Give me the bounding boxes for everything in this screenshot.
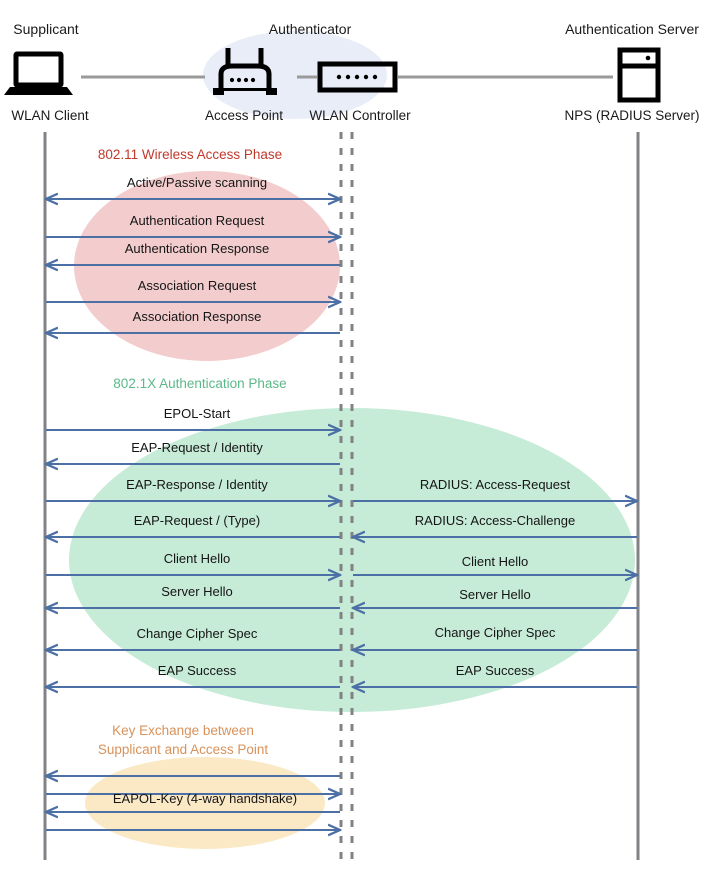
message-label: Server Hello: [459, 587, 531, 602]
phase-ellipse-80211: [74, 171, 340, 361]
actor-device-nps-radius-server: NPS (RADIUS Server): [564, 108, 699, 123]
phase-label-8021x: 802.1X Authentication Phase: [113, 376, 286, 391]
actor-device-access-point: Access Point: [205, 108, 283, 123]
message-label: Authentication Request: [130, 213, 265, 228]
actor-device-wlan-controller: WLAN Controller: [309, 108, 411, 123]
message-label: EAP-Request / (Type): [134, 513, 260, 528]
message-label: Association Response: [133, 309, 262, 324]
message-label: EAP Success: [158, 663, 237, 678]
actor-device-wlan-client: WLAN Client: [11, 108, 89, 123]
message-label: Active/Passive scanning: [127, 175, 267, 190]
message-label: EAP Success: [456, 663, 535, 678]
phase-ellipse-8021x: [69, 408, 635, 712]
message-label: Change Cipher Spec: [435, 625, 556, 640]
message-label: Client Hello: [462, 554, 528, 569]
message-label: EPOL-Start: [164, 406, 231, 421]
phase-label-key-exchange-line2: Supplicant and Access Point: [98, 742, 269, 757]
phase-ellipse-key: [85, 757, 325, 849]
server-icon: [617, 47, 661, 103]
message-label: RADIUS: Access-Challenge: [415, 513, 575, 528]
authenticator-highlight-ellipse: [203, 31, 387, 119]
message-label: Client Hello: [164, 551, 230, 566]
message-label: EAP-Request / Identity: [131, 440, 263, 455]
message-label: Change Cipher Spec: [137, 626, 258, 641]
laptop-icon: [4, 51, 73, 95]
phase-label-key-exchange-line1: Key Exchange between: [112, 723, 254, 738]
phase-label-80211: 802.11 Wireless Access Phase: [98, 147, 282, 162]
message-label: RADIUS: Access-Request: [420, 477, 571, 492]
message-label: EAP-Response / Identity: [126, 477, 268, 492]
message-label: Association Request: [138, 278, 257, 293]
actor-role-supplicant: Supplicant: [13, 21, 78, 37]
message-label: Authentication Response: [125, 241, 270, 256]
message-label: EAPOL-Key (4-way handshake): [113, 791, 297, 806]
actor-role-authentication-server: Authentication Server: [565, 21, 699, 37]
actor-role-authenticator: Authenticator: [269, 21, 352, 37]
message-label: Server Hello: [161, 584, 233, 599]
wlan-controller-icon: [317, 61, 398, 93]
access-point-icon: [213, 48, 277, 95]
